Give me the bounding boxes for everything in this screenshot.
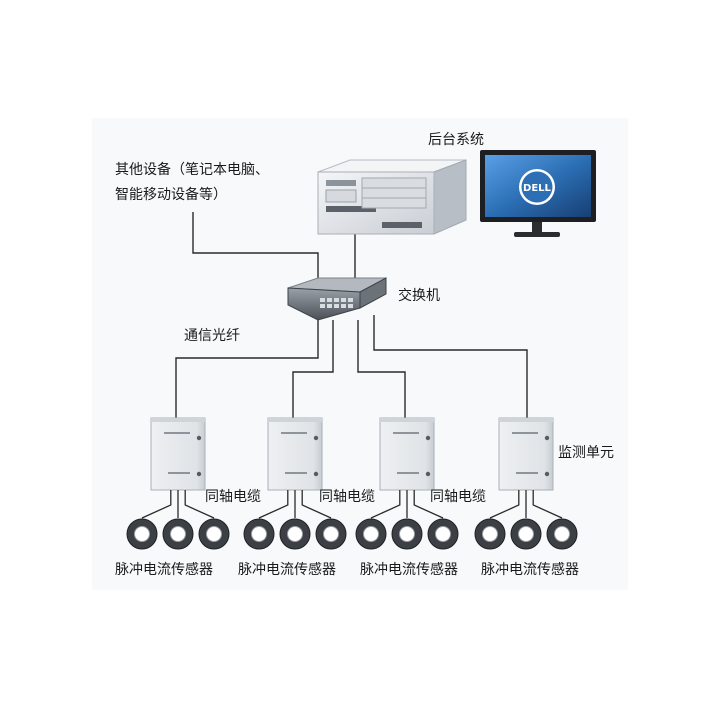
cabinet-body-4 bbox=[498, 417, 554, 491]
coax-label-3: 同轴电缆 bbox=[430, 489, 486, 505]
server-icon bbox=[317, 159, 467, 235]
other-devices-link bbox=[192, 212, 319, 290]
other-devices-label-line2: 智能移动设备等） bbox=[115, 187, 227, 203]
coax-cable-1-3 bbox=[184, 490, 215, 519]
cabinet-body-1 bbox=[150, 417, 206, 491]
coax-label-2: 同轴电缆 bbox=[319, 489, 375, 505]
sensor-label-2: 脉冲电流传感器 bbox=[238, 562, 336, 578]
monitor-unit-1 bbox=[126, 417, 230, 550]
monitor-units bbox=[126, 417, 578, 550]
fiber-link-4 bbox=[373, 315, 528, 420]
other-devices-label-line1: 其他设备（笔记本电脑、 bbox=[115, 162, 269, 178]
sensor-label-3: 脉冲电流传感器 bbox=[360, 562, 458, 578]
switch-icon bbox=[287, 277, 387, 321]
sensor-label-4: 脉冲电流传感器 bbox=[481, 562, 579, 578]
coax-cable-3-3 bbox=[413, 490, 444, 519]
coax-cable-3-1 bbox=[370, 490, 401, 519]
coax-cable-4-3 bbox=[532, 490, 563, 519]
coax-cable-2-1 bbox=[258, 490, 289, 519]
coax-cable-2-3 bbox=[301, 490, 332, 519]
monitor-unit-4 bbox=[474, 417, 578, 550]
coax-cable-4-1 bbox=[489, 490, 520, 519]
fiber-link-3 bbox=[357, 320, 406, 420]
monitor-unit-3 bbox=[355, 417, 459, 550]
monitor-unit-label: 监测单元 bbox=[558, 445, 614, 461]
coax-cable-1-1 bbox=[141, 490, 172, 519]
connection-lines bbox=[175, 212, 528, 420]
switch-label: 交换机 bbox=[398, 288, 440, 304]
backend-label: 后台系统 bbox=[428, 132, 484, 148]
monitor-icon: DELL bbox=[480, 150, 596, 237]
monitor-unit-2 bbox=[243, 417, 347, 550]
cabinet-body-3 bbox=[379, 417, 435, 491]
fiber-link-2 bbox=[292, 320, 334, 420]
sensor-label-1: 脉冲电流传感器 bbox=[115, 562, 213, 578]
monitor-brand-logo: DELL bbox=[523, 183, 552, 194]
fiber-link-1 bbox=[175, 320, 319, 420]
cabinet-body-2 bbox=[267, 417, 323, 491]
fiber-label: 通信光纤 bbox=[184, 328, 240, 344]
coax-label-1: 同轴电缆 bbox=[205, 489, 261, 505]
